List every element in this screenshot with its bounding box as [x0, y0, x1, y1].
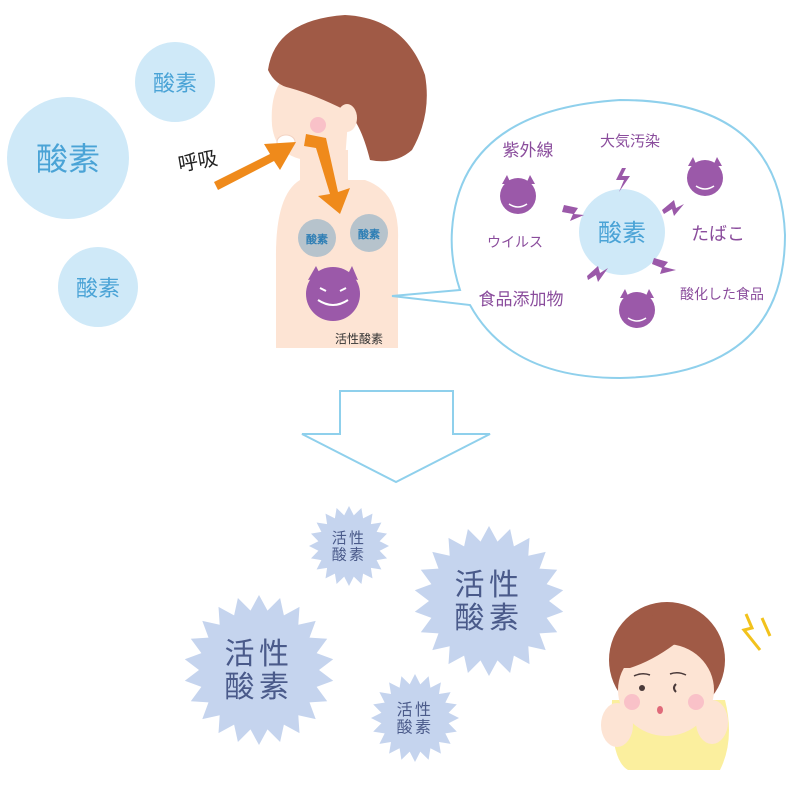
radical-label-line: 活性 — [455, 568, 524, 603]
lightning-icon — [562, 168, 684, 282]
source-virus: ウイルス — [487, 235, 543, 251]
source-additives: 食品添加物 — [479, 290, 564, 310]
starburst-shape — [184, 595, 334, 745]
radical-caption: 活性酸素 — [335, 331, 383, 346]
breath-arrow-down — [304, 134, 350, 214]
starburst-shape — [309, 506, 389, 586]
person-upper-body: 酸素 酸素 活性酸素 — [268, 15, 427, 348]
source-oxidized-food: 酸化した食品 — [680, 286, 764, 303]
radical-label-line: 酸素 — [455, 601, 524, 636]
radical-starburst: 活性酸素 — [371, 674, 459, 762]
lung-oxygen-right: 酸素 — [350, 214, 388, 252]
lung-label-right: 酸素 — [358, 227, 380, 241]
germ-icon — [687, 157, 723, 196]
speech-bubble: 酸素 紫外線 大気汚染 — [391, 98, 787, 380]
lung-label-left: 酸素 — [306, 232, 328, 246]
starburst-shape — [414, 526, 564, 676]
lung-oxygen-left: 酸素 — [298, 219, 336, 257]
oxygen-bubble-small-top: 酸素 — [135, 42, 215, 122]
source-uv: 紫外線 — [503, 141, 554, 161]
radical-label-line: 活性 — [397, 700, 434, 719]
radical-label-line: 酸素 — [397, 717, 434, 736]
oxygen-bubble-small-bottom: 酸素 — [58, 247, 138, 327]
speech-oxygen-center: 酸素 — [579, 189, 665, 275]
radical-label-line: 活性 — [225, 637, 294, 672]
germ-icon — [500, 175, 536, 214]
source-pollution: 大気汚染 — [600, 132, 660, 150]
germ-icon — [306, 266, 360, 321]
radical-label-line: 活性 — [332, 529, 367, 547]
radical-starburst: 活性酸素 — [184, 595, 334, 745]
radical-label-line: 酸素 — [332, 546, 367, 564]
radical-label-line: 酸素 — [225, 670, 294, 705]
arrow-down-icon — [301, 390, 491, 484]
radical-starburst: 活性酸素 — [414, 526, 564, 676]
oxygen-label: 酸素 — [76, 277, 120, 302]
starburst-shape — [371, 674, 459, 762]
worried-face-icon — [601, 602, 772, 770]
radical-starburst: 活性酸素 — [309, 506, 389, 586]
oxygen-bubble-large: 酸素 — [7, 97, 129, 219]
source-tobacco: たばこ — [691, 224, 745, 245]
breath-label: 呼吸 — [176, 146, 220, 177]
speech-center-label: 酸素 — [598, 219, 646, 247]
breath-arrow-in — [214, 142, 296, 190]
oxygen-label: 酸素 — [36, 140, 100, 178]
germ-icon — [619, 289, 655, 328]
oxygen-label: 酸素 — [153, 72, 197, 97]
